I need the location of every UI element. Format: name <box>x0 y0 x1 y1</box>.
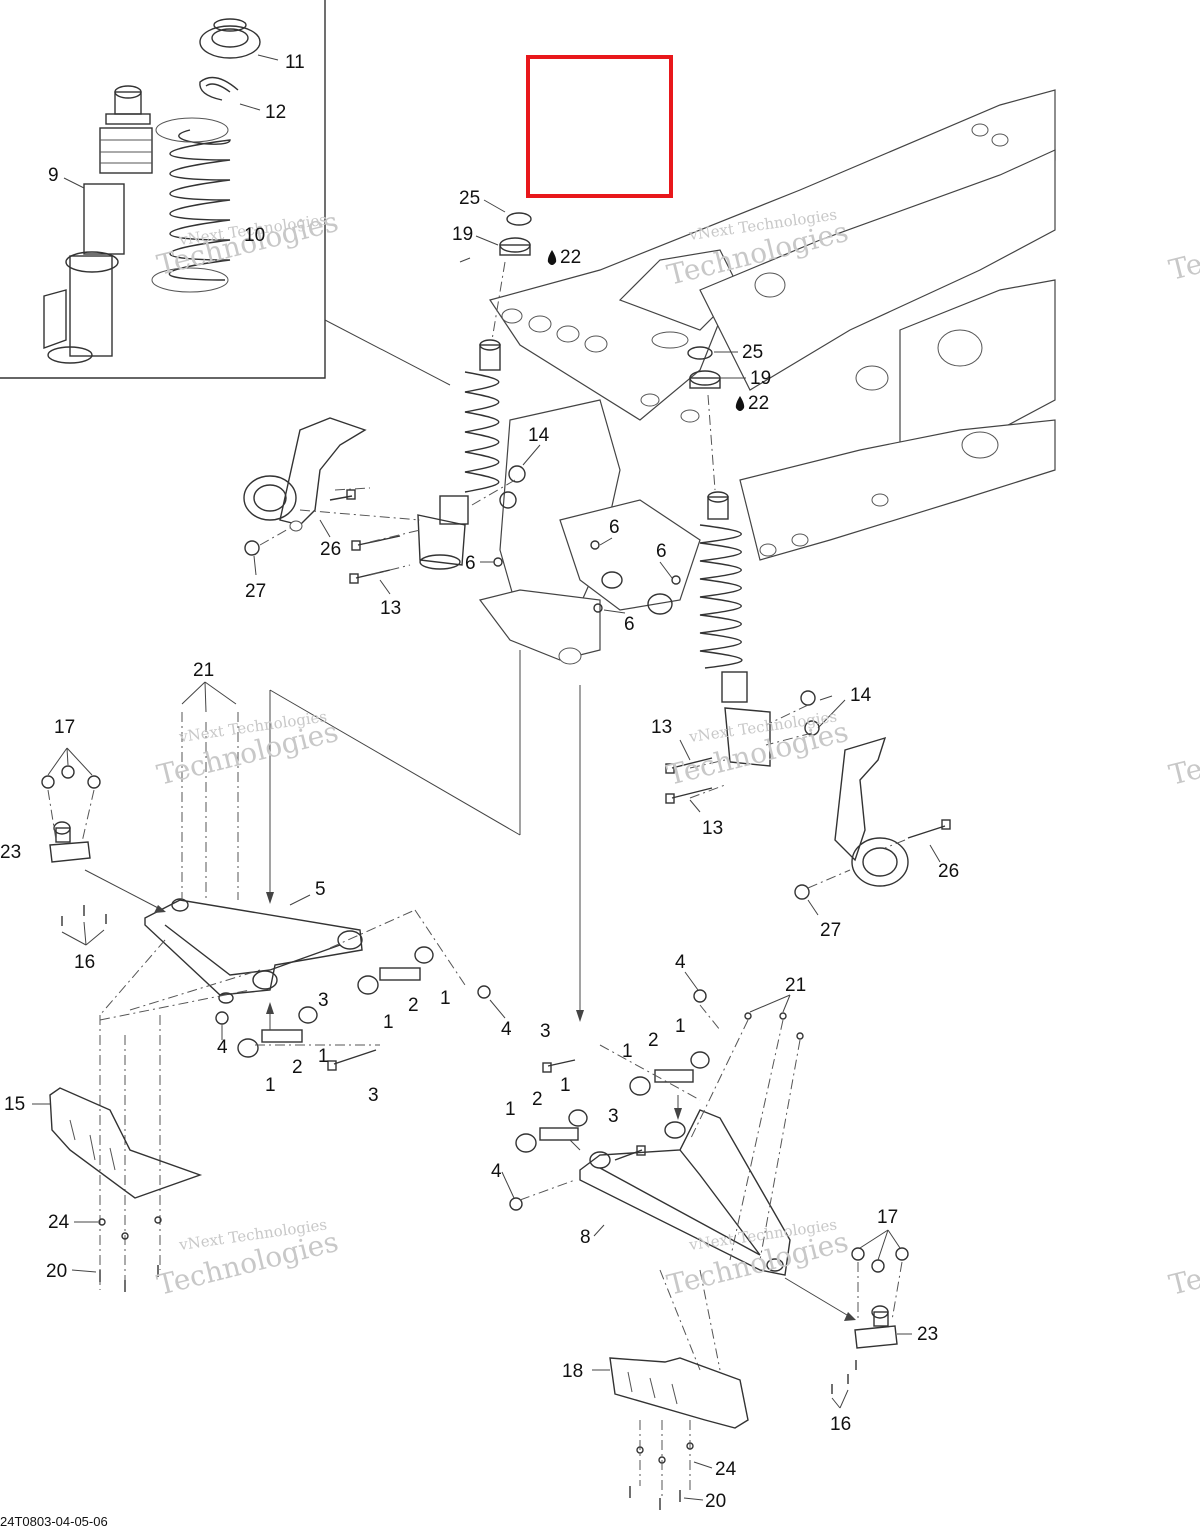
frame-bolts <box>493 540 681 615</box>
spring-seat-part <box>199 18 261 59</box>
callout-label: 14 <box>528 425 550 446</box>
callout-label: 1 <box>675 1016 686 1037</box>
callout-label: 11 <box>285 52 305 73</box>
callout-label: 15 <box>4 1094 25 1115</box>
callout-label: 2 <box>292 1057 303 1078</box>
upper-fasteners <box>244 465 951 1022</box>
callout-label: 19 <box>750 368 771 389</box>
left-skid-plate <box>49 1087 203 1292</box>
callout-label: 21 <box>785 975 806 996</box>
callout-label: 27 <box>820 920 841 941</box>
callout-label: 1 <box>440 988 451 1009</box>
callout-label: 23 <box>917 1324 938 1345</box>
callout-label: 17 <box>877 1207 898 1228</box>
watermark-text: Technologies <box>1166 1225 1200 1302</box>
callout-label: 27 <box>245 581 266 602</box>
callout-label: 13 <box>702 818 723 839</box>
left-a-arm-assembly <box>41 712 491 1290</box>
callout-label: 24 <box>715 1459 737 1480</box>
callout-leaders <box>32 257 941 1501</box>
callout-label: 24 <box>48 1212 70 1233</box>
shock-mount-left <box>475 199 532 341</box>
callout-label: 2 <box>532 1089 543 1110</box>
callout-label: 3 <box>368 1085 379 1106</box>
callout-label: 3 <box>540 1021 551 1042</box>
callout-label: 14 <box>850 685 872 706</box>
watermark-text: Technologies <box>1166 210 1200 287</box>
callout-label: 1 <box>265 1075 276 1096</box>
callout-label: 6 <box>609 517 620 538</box>
callout-label: 6 <box>624 614 635 635</box>
callout-label: 4 <box>675 952 686 973</box>
callout-label: 25 <box>742 342 763 363</box>
callout-label: 3 <box>608 1106 619 1127</box>
left-steering-knuckle <box>243 417 367 532</box>
grease-drop-icon <box>735 396 745 411</box>
right-shock-assembly <box>699 491 771 767</box>
callout-label: 12 <box>265 102 286 123</box>
right-steering-knuckle <box>834 736 909 887</box>
shock-mount-right <box>687 346 746 491</box>
grease-drop-icon <box>547 250 557 265</box>
callout-label: 4 <box>217 1037 228 1058</box>
callout-label: 9 <box>48 165 59 186</box>
callout-label: 16 <box>74 952 95 973</box>
callout-label: 20 <box>705 1491 726 1512</box>
retainer-clip-part <box>199 76 239 101</box>
callout-label: 1 <box>318 1046 329 1067</box>
right-a-arm-assembly <box>509 989 909 1409</box>
drawing-code: 24T0803-04-05-06 <box>0 1514 108 1529</box>
callout-label: 1 <box>560 1075 571 1096</box>
highlight-box <box>526 55 673 198</box>
callout-label: 6 <box>656 541 667 562</box>
callout-label: 25 <box>459 188 480 209</box>
callout-label: 10 <box>244 225 265 246</box>
coil-spring-part <box>151 117 231 293</box>
callout-label: 5 <box>315 879 326 900</box>
shock-detail-inset <box>0 0 451 386</box>
shock-absorber-part <box>43 85 153 364</box>
callout-label: 26 <box>938 861 959 882</box>
callout-label: 23 <box>0 842 21 863</box>
right-skid-plate <box>609 1357 749 1510</box>
callout-label: 21 <box>193 660 214 681</box>
callout-label: 1 <box>622 1041 633 1062</box>
callout-label: 18 <box>562 1361 583 1382</box>
callout-label: 13 <box>651 717 672 738</box>
callout-label: 16 <box>830 1414 851 1435</box>
callout-label: 19 <box>452 224 473 245</box>
callout-label: 22 <box>748 393 769 414</box>
callout-label: 8 <box>580 1227 591 1248</box>
callout-label: 22 <box>560 247 581 268</box>
callout-label: 6 <box>465 553 476 574</box>
callout-label: 4 <box>501 1019 512 1040</box>
callout-label: 3 <box>318 990 329 1011</box>
callout-label: 2 <box>648 1030 659 1051</box>
callout-label: 17 <box>54 717 75 738</box>
callout-label: 20 <box>46 1261 67 1282</box>
watermark-text: Technologies <box>1166 715 1200 792</box>
left-shock-assembly <box>417 339 501 570</box>
vehicle-frame <box>478 89 1056 665</box>
callout-labels: 11 12 9 10 25 19 22 25 19 22 14 26 27 13… <box>0 52 959 1512</box>
callout-label: 26 <box>320 539 341 560</box>
callout-label: 2 <box>408 995 419 1016</box>
callout-label: 13 <box>380 598 401 619</box>
callout-label: 1 <box>505 1099 516 1120</box>
callout-label: 4 <box>491 1161 502 1182</box>
callout-label: 1 <box>383 1012 394 1033</box>
